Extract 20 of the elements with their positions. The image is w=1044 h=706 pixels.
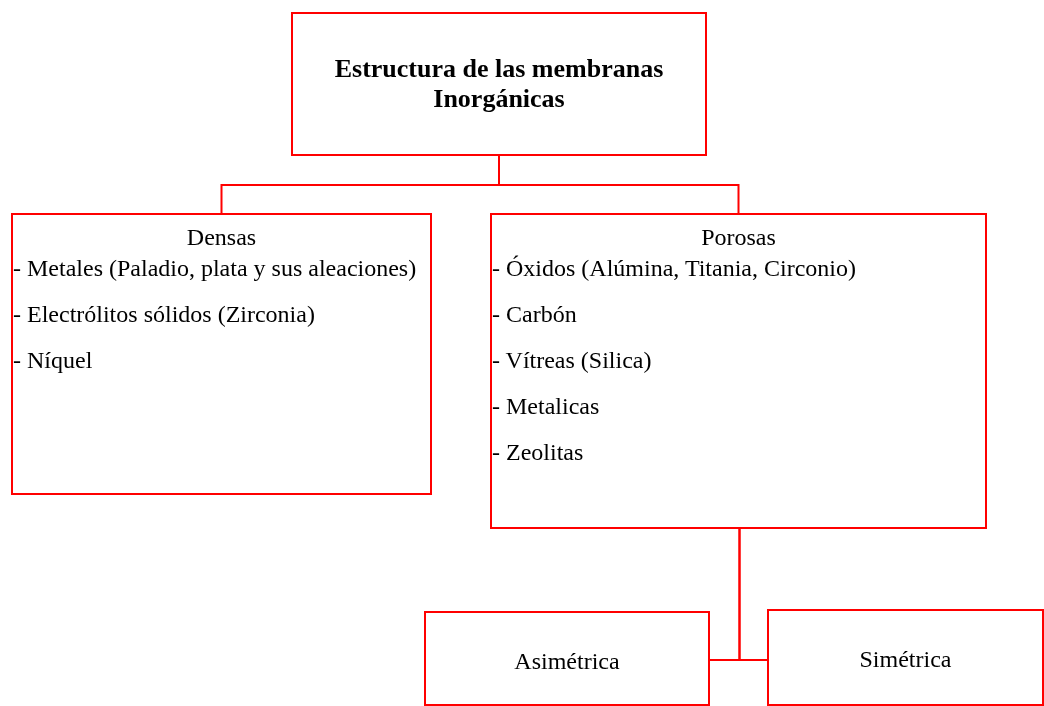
heading: Densas — [185, 223, 258, 252]
list-item: - Óxidos (Alúmina, Titania, Circonio) — [492, 254, 857, 283]
list-item: - Metales (Paladio, plata y sus aleaciones) — [13, 254, 418, 283]
list-item: - Electrólitos sólidos (Zirconia) — [13, 300, 316, 329]
box — [291, 12, 707, 156]
box — [11, 213, 432, 495]
heading: Porosas — [700, 223, 777, 252]
heading: Simétrica — [858, 645, 953, 674]
box — [767, 609, 1044, 706]
connector-line — [738, 528, 768, 661]
list-item: - Carbón — [492, 300, 578, 329]
heading: Asimétrica — [513, 647, 621, 676]
heading: Estructura de las membranas Inorgánicas — [333, 54, 665, 114]
list-item: - Níquel — [13, 346, 94, 375]
connector-line — [498, 155, 740, 214]
box — [490, 213, 987, 529]
list-item: - Zeolitas — [492, 438, 585, 467]
box — [424, 611, 710, 706]
list-item: - Vítreas (Silica) — [492, 346, 653, 375]
list-item: - Metalicas — [492, 392, 601, 421]
